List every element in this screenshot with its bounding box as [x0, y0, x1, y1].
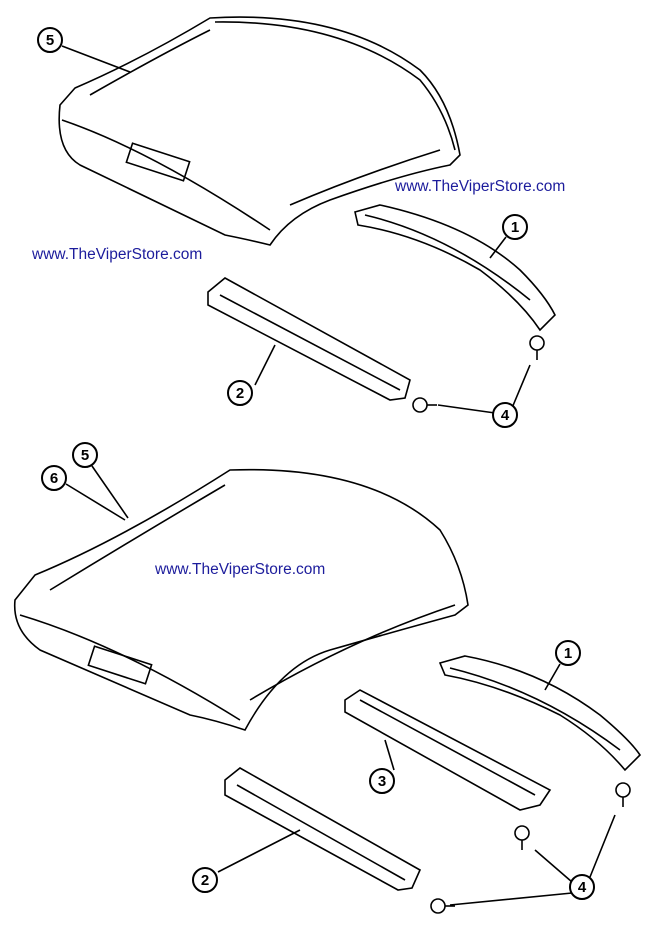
bolts-top: [412, 335, 545, 413]
watermark: www.TheViperStore.com: [155, 561, 326, 578]
callout-4: 4: [569, 874, 595, 900]
reinforcement-bottom: [344, 689, 552, 811]
watermark: www.TheViperStore.com: [32, 246, 203, 263]
callout-4: 4: [492, 402, 518, 428]
rear-header-rail-top: [207, 277, 411, 401]
callout-6: 6: [41, 465, 67, 491]
front-header-rail-top: [354, 204, 556, 332]
watermark: www.TheViperStore.com: [395, 178, 566, 195]
callout-1: 1: [502, 214, 528, 240]
callout-5: 5: [37, 27, 63, 53]
bolts-bottom: [430, 782, 631, 914]
roof-panel-bottom: [13, 468, 469, 731]
callout-2: 2: [192, 867, 218, 893]
rear-header-rail-bottom: [224, 767, 422, 891]
callout-5: 5: [72, 442, 98, 468]
roof-panel-top: [58, 16, 461, 246]
callout-2: 2: [227, 380, 253, 406]
callout-1: 1: [555, 640, 581, 666]
callout-3: 3: [369, 768, 395, 794]
front-header-rail-bottom: [438, 655, 642, 772]
